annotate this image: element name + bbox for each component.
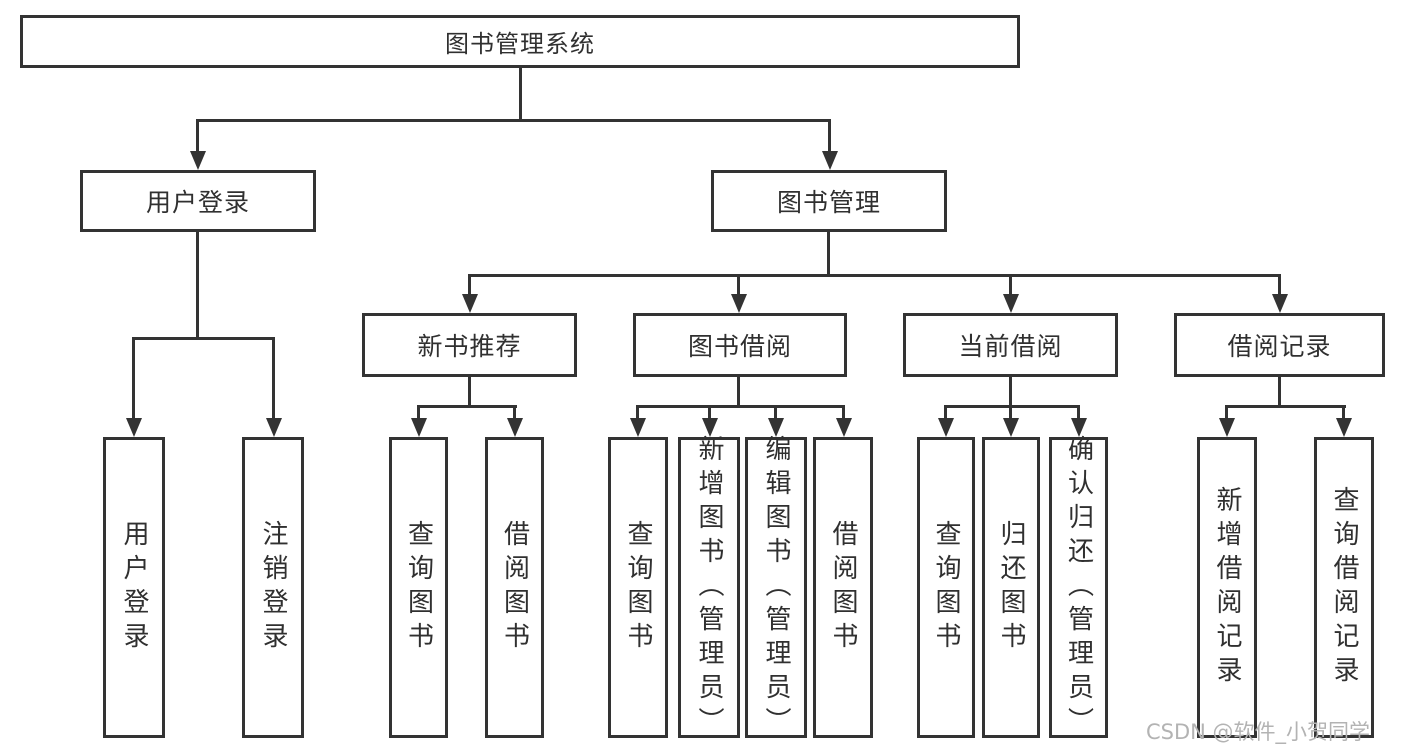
leaf-confirm-return-admin: 确认归还（管理员） [1049,434,1108,741]
node-root: 图书管理系统 [20,15,1020,68]
connector-level2-bus [196,119,831,122]
node-new-book-recommendation-label: 新书推荐 [417,332,522,361]
connector-user-login-stem [196,232,199,340]
connector-borrowing-records-bus [1225,405,1346,408]
node-book-management: 图书管理 [711,170,947,232]
leaf-query-borrow-record: 查询借阅记录 [1314,437,1374,738]
connector-arrow-book-management [821,119,838,170]
node-user-login-label: 用户登录 [145,188,250,217]
connector-current-borrowing-stem [1009,377,1012,408]
connector-arrow-borrowing-records [1271,274,1288,313]
connector-new-book-recommendation-bus [417,405,517,408]
connector-arrow-confirm-return [1070,405,1087,437]
leaf-query-books-recommendation-label: 查询图书 [403,519,434,656]
connector-arrow-query-books-current [937,405,954,437]
connector-arrow-add-borrow-record [1218,405,1235,437]
leaf-user-login: 用户登录 [103,437,165,738]
connector-arrow-book-borrowing [730,274,747,313]
leaf-edit-books-admin: 编辑图书（管理员） [745,434,807,741]
leaf-borrow-books-borrowing-label: 借阅图书 [828,519,858,656]
connector-level3-bus [468,274,1281,277]
leaf-confirm-return-admin-label: 确认归还（管理员） [1063,434,1094,741]
leaf-logout-label: 注销登录 [258,519,288,656]
watermark: CSDN @软件_小贺同学 [1146,720,1371,744]
leaf-add-borrow-record-label: 新增借阅记录 [1212,485,1242,690]
connector-current-borrowing-bus [944,405,1080,408]
leaf-query-books-borrowing-label: 查询图书 [623,519,653,656]
node-borrowing-records-label: 借阅记录 [1227,332,1332,361]
leaf-borrow-books-borrowing: 借阅图书 [813,437,873,738]
leaf-borrow-books-recommendation: 借阅图书 [485,437,544,738]
leaf-query-books-recommendation: 查询图书 [389,437,448,738]
leaf-add-borrow-record: 新增借阅记录 [1197,437,1257,738]
leaf-user-login-label: 用户登录 [119,519,149,656]
connector-borrowing-records-stem [1278,377,1281,408]
connector-arrow-leaf-user-login [125,337,142,437]
leaf-edit-books-admin-label: 编辑图书（管理员） [761,434,791,741]
connector-arrow-leaf-logout [265,337,282,437]
connector-arrow-edit-books [767,405,784,437]
leaf-query-books-borrowing: 查询图书 [608,437,668,738]
node-new-book-recommendation: 新书推荐 [362,313,577,377]
connector-book-borrowing-bus [636,405,845,408]
connector-arrow-new-book-recommendation [461,274,478,313]
leaf-query-books-current: 查询图书 [917,437,975,738]
connector-user-login-bus [132,337,275,340]
leaf-return-books: 归还图书 [982,437,1040,738]
node-borrowing-records: 借阅记录 [1174,313,1385,377]
node-root-label: 图书管理系统 [445,30,595,58]
connector-arrow-borrow-books-borrowing [835,405,852,437]
leaf-return-books-label: 归还图书 [996,519,1026,656]
leaf-logout: 注销登录 [242,437,304,738]
leaf-add-books-admin: 新增图书（管理员） [678,434,740,741]
node-current-borrowing: 当前借阅 [903,313,1118,377]
connector-arrow-borrow-books-recommendation [506,405,523,437]
node-book-borrowing-label: 图书借阅 [687,332,792,361]
connector-book-management-stem [827,232,830,277]
connector-arrow-query-books-borrowing [629,405,646,437]
connector-new-book-recommendation-stem [468,377,471,408]
connector-book-borrowing-stem [737,377,740,408]
node-current-borrowing-label: 当前借阅 [958,332,1063,361]
connector-arrow-current-borrowing [1002,274,1019,313]
connector-root-stem [519,68,522,122]
connector-arrow-add-books [701,405,718,437]
node-book-management-label: 图书管理 [776,188,881,217]
node-book-borrowing: 图书借阅 [633,313,847,377]
leaf-add-books-admin-label: 新增图书（管理员） [694,434,724,741]
node-user-login: 用户登录 [80,170,316,232]
connector-arrow-user-login [189,119,206,170]
leaf-query-books-current-label: 查询图书 [931,519,961,656]
connector-arrow-query-books-recommendation [410,405,427,437]
connector-arrow-query-borrow-record [1335,405,1352,437]
leaf-query-borrow-record-label: 查询借阅记录 [1329,485,1359,690]
leaf-borrow-books-recommendation-label: 借阅图书 [499,519,530,656]
connector-arrow-return-books [1002,405,1019,437]
